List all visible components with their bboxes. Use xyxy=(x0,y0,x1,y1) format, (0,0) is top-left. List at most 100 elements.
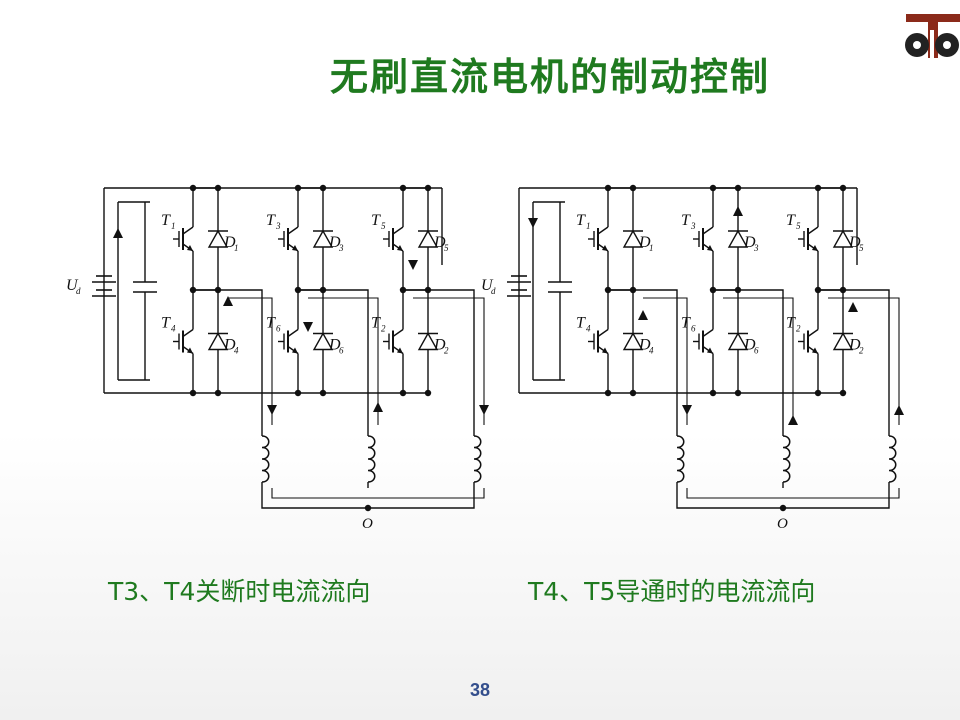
transistor-label: T xyxy=(266,315,276,332)
supply-voltage-label: U xyxy=(66,277,79,294)
current-arrow-icon xyxy=(223,296,233,306)
wire xyxy=(392,226,404,235)
wire xyxy=(807,328,819,338)
diode-label: D xyxy=(848,234,861,251)
diode-label-sub: 4 xyxy=(649,346,654,356)
winding-coil-icon xyxy=(473,435,482,483)
current-arrow-icon xyxy=(848,302,858,312)
transistor-label: T xyxy=(786,212,796,229)
supply-voltage-label: U xyxy=(481,277,494,294)
transistor-label: T xyxy=(786,315,796,332)
wire xyxy=(702,328,714,338)
junction-dot xyxy=(604,389,612,397)
winding-coil-icon xyxy=(261,435,270,483)
diode-label: D xyxy=(638,234,651,251)
diode-triangle xyxy=(622,229,644,248)
diode-triangle xyxy=(832,332,854,351)
current-arrow-icon xyxy=(479,405,489,415)
junction-dot xyxy=(814,389,822,397)
diode-triangle xyxy=(207,229,229,248)
wire xyxy=(818,289,890,430)
diode-label: D xyxy=(743,337,756,354)
junction-dot xyxy=(604,184,612,192)
wire xyxy=(271,488,485,499)
winding-coil-icon xyxy=(782,435,791,483)
diode-triangle xyxy=(727,332,749,351)
emitter-arrow-icon xyxy=(707,245,713,251)
supply-voltage-label-sub: d xyxy=(491,286,496,296)
diode-label-sub: 5 xyxy=(444,243,449,253)
emitter-arrow-icon xyxy=(187,347,193,354)
wire xyxy=(287,328,299,338)
current-arrow-icon xyxy=(303,322,313,332)
junction-dot xyxy=(779,504,787,512)
wire xyxy=(287,226,299,235)
transistor-label: T xyxy=(371,212,381,229)
diode-triangle xyxy=(312,229,334,248)
caption-right: T4、T5导通时的电流流向 xyxy=(528,577,816,606)
wire xyxy=(413,297,485,425)
diode-triangle xyxy=(312,332,334,351)
transistor-label: T xyxy=(681,315,691,332)
junction-dot xyxy=(709,184,717,192)
diode-triangle xyxy=(417,229,439,248)
caption-left: T3、T4关断时电流流向 xyxy=(108,577,371,606)
diode-label-sub: 5 xyxy=(859,243,864,253)
diode-label: D xyxy=(638,337,651,354)
transistor-label-sub: 2 xyxy=(796,324,801,334)
junction-dot xyxy=(399,389,407,397)
wire xyxy=(608,289,678,430)
diode-label: D xyxy=(328,234,341,251)
diode-triangle xyxy=(622,332,644,351)
junction-dot xyxy=(214,184,222,192)
wire xyxy=(182,226,194,235)
diode-label-sub: 4 xyxy=(234,346,239,356)
transistor-label: T xyxy=(266,212,276,229)
neutral-point-label: O xyxy=(777,516,788,532)
emitter-arrow-icon xyxy=(602,245,608,251)
wire xyxy=(182,328,194,338)
junction-dot xyxy=(189,389,197,397)
junction-dot xyxy=(839,184,847,192)
current-arrow-icon xyxy=(267,405,277,415)
current-arrow-icon xyxy=(638,310,648,320)
junction-dot xyxy=(629,184,637,192)
diode-label: D xyxy=(743,234,756,251)
wire xyxy=(298,289,369,430)
junction-dot xyxy=(319,389,327,397)
diode-label-sub: 2 xyxy=(859,346,864,356)
junction-dot xyxy=(709,389,717,397)
wire xyxy=(828,297,900,425)
transistor-label-sub: 6 xyxy=(691,324,696,334)
diode-label: D xyxy=(223,337,236,354)
junction-dot xyxy=(319,184,327,192)
junction-dot xyxy=(424,184,432,192)
wire xyxy=(308,297,379,425)
diode-label: D xyxy=(223,234,236,251)
emitter-arrow-icon xyxy=(812,347,818,354)
transistor-label-sub: 4 xyxy=(171,324,176,334)
diode-label-sub: 3 xyxy=(338,243,344,253)
diode-label: D xyxy=(848,337,861,354)
diode-triangle xyxy=(417,332,439,351)
page-number: 38 xyxy=(469,680,491,700)
wire xyxy=(403,289,475,430)
current-arrow-icon xyxy=(788,415,798,425)
transistor-label-sub: 1 xyxy=(171,221,176,231)
transistor-label-sub: 6 xyxy=(276,324,281,334)
diode-label: D xyxy=(433,337,446,354)
current-arrow-icon xyxy=(894,405,904,415)
wire xyxy=(228,297,273,425)
wire xyxy=(392,328,404,338)
transistor-label: T xyxy=(576,315,586,332)
winding-coil-icon xyxy=(888,435,897,483)
diode-label-sub: 2 xyxy=(444,346,449,356)
winding-coil-icon xyxy=(367,435,376,483)
emitter-arrow-icon xyxy=(187,245,193,251)
wire xyxy=(807,226,819,235)
transistor-label: T xyxy=(576,212,586,229)
emitter-arrow-icon xyxy=(397,245,403,251)
junction-dot xyxy=(294,184,302,192)
